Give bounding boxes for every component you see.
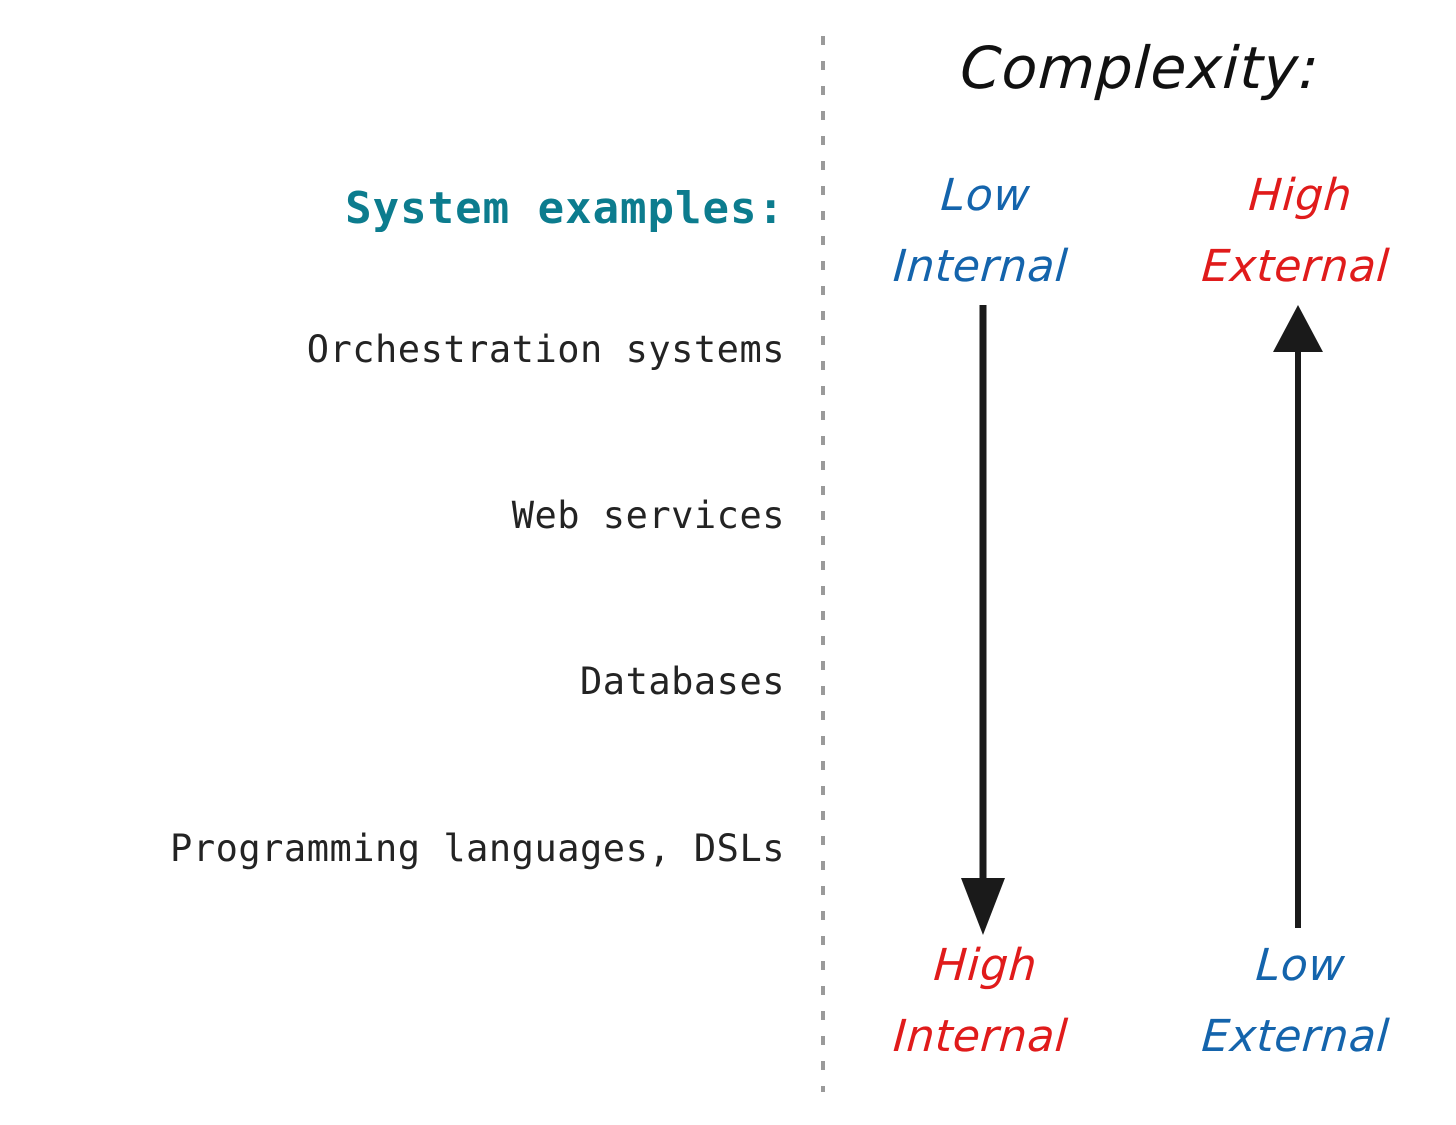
external-axis-bottom-label: Low External bbox=[1143, 930, 1453, 1073]
internal-complexity-axis: Low Internal High Internal bbox=[833, 0, 1133, 1125]
internal-axis-top-line2: Internal bbox=[891, 241, 1070, 293]
internal-axis-top-label: Low Internal bbox=[828, 160, 1138, 303]
vertical-dotted-divider bbox=[821, 36, 825, 1092]
external-axis-top-line1: High bbox=[1247, 170, 1354, 221]
example-item-web-services: Web services bbox=[511, 494, 785, 537]
example-item-orchestration-systems: Orchestration systems bbox=[306, 328, 785, 371]
internal-axis-bottom-label: High Internal bbox=[828, 930, 1138, 1073]
system-examples-heading: System examples: bbox=[345, 183, 785, 234]
complexity-panel: Complexity: Low Internal High Internal H… bbox=[824, 0, 1456, 1125]
external-axis-bottom-line1: Low bbox=[1254, 940, 1347, 991]
internal-axis-top-line1: Low bbox=[939, 170, 1032, 221]
example-item-databases: Databases bbox=[580, 660, 785, 703]
internal-axis-bottom-line2: Internal bbox=[891, 1011, 1070, 1063]
example-item-programming-languages-dsls: Programming languages, DSLs bbox=[170, 827, 785, 870]
external-axis-top-line2: External bbox=[1200, 241, 1391, 293]
system-examples-panel: System examples: Orchestration systems W… bbox=[170, 183, 785, 870]
external-axis-top-label: High External bbox=[1143, 160, 1453, 303]
external-axis-bottom-line2: External bbox=[1200, 1011, 1391, 1063]
internal-axis-bottom-line1: High bbox=[932, 940, 1039, 991]
external-complexity-axis: High External Low External bbox=[1148, 0, 1448, 1125]
